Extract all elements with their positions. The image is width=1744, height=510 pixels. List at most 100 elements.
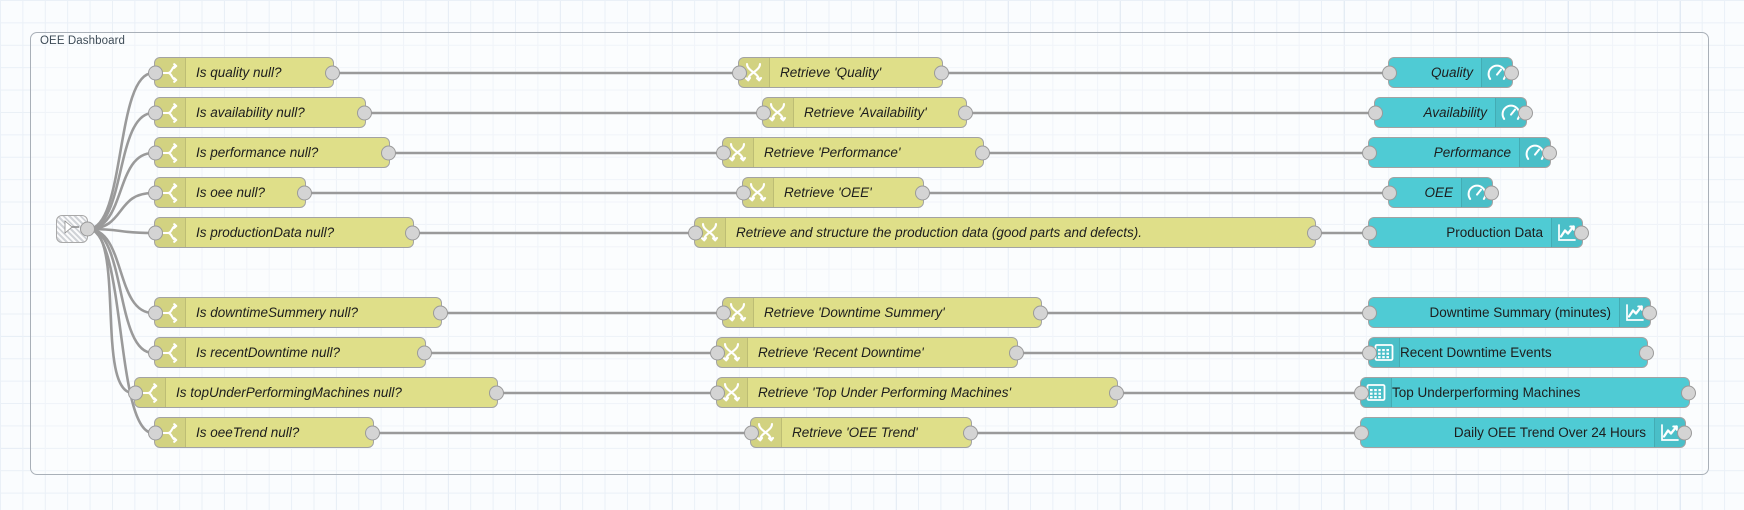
- switch-node-top-underperforming[interactable]: Is topUnderPerformingMachines null?: [128, 377, 504, 408]
- switch-node-recent-downtime-input-port[interactable]: [148, 345, 163, 360]
- ui-node-production-data-label: Production Data: [1446, 224, 1543, 240]
- switch-node-recent-downtime[interactable]: Is recentDowntime null?: [148, 337, 432, 368]
- ui-node-production-data-input-port[interactable]: [1362, 225, 1377, 240]
- change-node-top-underperforming-label: Retrieve 'Top Under Performing Machines': [758, 384, 1012, 400]
- ui-node-recent-downtime-output-port[interactable]: [1639, 345, 1654, 360]
- ui-node-production-data-output-port[interactable]: [1574, 225, 1589, 240]
- switch-node-production-data-input-port[interactable]: [148, 225, 163, 240]
- switch-node-quality-input-port[interactable]: [148, 65, 163, 80]
- switch-node-recent-downtime-label: Is recentDowntime null?: [196, 344, 341, 360]
- change-node-oee-trend[interactable]: Retrieve 'OEE Trend': [744, 417, 978, 448]
- switch-node-production-data-output-port[interactable]: [405, 225, 420, 240]
- change-node-availability[interactable]: Retrieve 'Availability': [756, 97, 973, 128]
- change-node-downtime-summary[interactable]: Retrieve 'Downtime Summery': [716, 297, 1048, 328]
- ui-node-top-underperforming-output-port[interactable]: [1681, 385, 1696, 400]
- change-node-production-data[interactable]: Retrieve and structure the production da…: [688, 217, 1322, 248]
- switch-node-performance-output-port[interactable]: [381, 145, 396, 160]
- switch-node-downtime-summary-input-port[interactable]: [148, 305, 163, 320]
- ui-node-oee-trend-label: Daily OEE Trend Over 24 Hours: [1453, 424, 1646, 440]
- ui-node-top-underperforming[interactable]: Top Underperforming Machines: [1354, 377, 1696, 408]
- switch-node-oee[interactable]: Is oee null?: [148, 177, 312, 208]
- link-in-node[interactable]: [56, 215, 95, 243]
- ui-node-recent-downtime[interactable]: Recent Downtime Events: [1362, 337, 1654, 368]
- switch-node-top-underperforming-output-port[interactable]: [489, 385, 504, 400]
- ui-node-performance-input-port[interactable]: [1362, 145, 1377, 160]
- change-node-performance-input-port[interactable]: [716, 145, 731, 160]
- ui-node-availability[interactable]: Availability: [1368, 97, 1533, 128]
- change-node-top-underperforming[interactable]: Retrieve 'Top Under Performing Machines': [710, 377, 1124, 408]
- ui-node-recent-downtime-label: Recent Downtime Events: [1400, 344, 1552, 360]
- ui-node-recent-downtime-input-port[interactable]: [1362, 345, 1377, 360]
- chart-icon: [1551, 218, 1582, 247]
- ui-node-oee-trend-output-port[interactable]: [1677, 425, 1692, 440]
- switch-node-oee-trend-output-port[interactable]: [365, 425, 380, 440]
- switch-node-availability[interactable]: Is availability null?: [148, 97, 372, 128]
- change-node-recent-downtime[interactable]: Retrieve 'Recent Downtime': [710, 337, 1024, 368]
- switch-node-performance-input-port[interactable]: [148, 145, 163, 160]
- switch-node-downtime-summary-label: Is downtimeSummery null?: [196, 304, 359, 320]
- change-node-oee[interactable]: Retrieve 'OEE': [736, 177, 930, 208]
- change-node-quality[interactable]: Retrieve 'Quality': [732, 57, 949, 88]
- switch-node-quality-output-port[interactable]: [325, 65, 340, 80]
- switch-node-oee-output-port[interactable]: [297, 185, 312, 200]
- switch-node-top-underperforming-input-port[interactable]: [128, 385, 143, 400]
- switch-node-oee-trend-input-port[interactable]: [148, 425, 163, 440]
- ui-node-quality-output-port[interactable]: [1504, 65, 1519, 80]
- change-node-recent-downtime-input-port[interactable]: [710, 345, 725, 360]
- ui-node-performance-output-port[interactable]: [1542, 145, 1557, 160]
- change-node-top-underperforming-input-port[interactable]: [710, 385, 725, 400]
- change-node-recent-downtime-output-port[interactable]: [1009, 345, 1024, 360]
- table-icon: [1361, 378, 1392, 407]
- change-node-downtime-summary-label: Retrieve 'Downtime Summery': [764, 304, 945, 320]
- change-node-production-data-output-port[interactable]: [1307, 225, 1322, 240]
- ui-node-availability-input-port[interactable]: [1368, 105, 1383, 120]
- ui-node-performance[interactable]: Performance: [1362, 137, 1557, 168]
- change-node-production-data-input-port[interactable]: [688, 225, 703, 240]
- change-node-downtime-summary-input-port[interactable]: [716, 305, 731, 320]
- switch-node-oee-input-port[interactable]: [148, 185, 163, 200]
- gauge-icon: [1495, 98, 1526, 127]
- switch-node-production-data[interactable]: Is productionData null?: [148, 217, 420, 248]
- change-node-availability-label: Retrieve 'Availability': [804, 104, 927, 120]
- change-node-availability-output-port[interactable]: [958, 105, 973, 120]
- change-node-oee-trend-output-port[interactable]: [963, 425, 978, 440]
- change-node-top-underperforming-output-port[interactable]: [1109, 385, 1124, 400]
- ui-node-downtime-summary-input-port[interactable]: [1362, 305, 1377, 320]
- switch-node-performance[interactable]: Is performance null?: [148, 137, 396, 168]
- change-node-production-data-label: Retrieve and structure the production da…: [736, 224, 1142, 240]
- change-node-oee-trend-input-port[interactable]: [744, 425, 759, 440]
- ui-node-quality-input-port[interactable]: [1382, 65, 1397, 80]
- switch-node-availability-input-port[interactable]: [148, 105, 163, 120]
- switch-node-recent-downtime-output-port[interactable]: [417, 345, 432, 360]
- ui-node-availability-output-port[interactable]: [1518, 105, 1533, 120]
- switch-node-oee-label: Is oee null?: [196, 184, 266, 200]
- ui-node-downtime-summary[interactable]: Downtime Summary (minutes): [1362, 297, 1657, 328]
- switch-node-downtime-summary-output-port[interactable]: [433, 305, 448, 320]
- switch-node-quality[interactable]: Is quality null?: [148, 57, 340, 88]
- ui-node-oee[interactable]: OEE: [1382, 177, 1499, 208]
- switch-node-availability-output-port[interactable]: [357, 105, 372, 120]
- ui-node-performance-label: Performance: [1433, 144, 1511, 160]
- change-node-downtime-summary-output-port[interactable]: [1033, 305, 1048, 320]
- switch-node-performance-label: Is performance null?: [196, 144, 319, 160]
- ui-node-oee-input-port[interactable]: [1382, 185, 1397, 200]
- ui-node-downtime-summary-output-port[interactable]: [1642, 305, 1657, 320]
- ui-node-production-data[interactable]: Production Data: [1362, 217, 1589, 248]
- change-node-quality-input-port[interactable]: [732, 65, 747, 80]
- switch-node-downtime-summary[interactable]: Is downtimeSummery null?: [148, 297, 448, 328]
- ui-node-oee-output-port[interactable]: [1484, 185, 1499, 200]
- change-node-oee-label: Retrieve 'OEE': [784, 184, 872, 200]
- change-node-performance[interactable]: Retrieve 'Performance': [716, 137, 990, 168]
- change-node-quality-output-port[interactable]: [934, 65, 949, 80]
- switch-node-oee-trend[interactable]: Is oeeTrend null?: [148, 417, 380, 448]
- change-node-availability-input-port[interactable]: [756, 105, 771, 120]
- ui-node-quality[interactable]: Quality: [1382, 57, 1519, 88]
- ui-node-top-underperforming-input-port[interactable]: [1354, 385, 1369, 400]
- change-node-performance-output-port[interactable]: [975, 145, 990, 160]
- change-node-oee-output-port[interactable]: [915, 185, 930, 200]
- ui-node-oee-trend-input-port[interactable]: [1354, 425, 1369, 440]
- change-node-oee-input-port[interactable]: [736, 185, 751, 200]
- ui-node-oee-trend[interactable]: Daily OEE Trend Over 24 Hours: [1354, 417, 1692, 448]
- link-in-output-port[interactable]: [80, 221, 95, 237]
